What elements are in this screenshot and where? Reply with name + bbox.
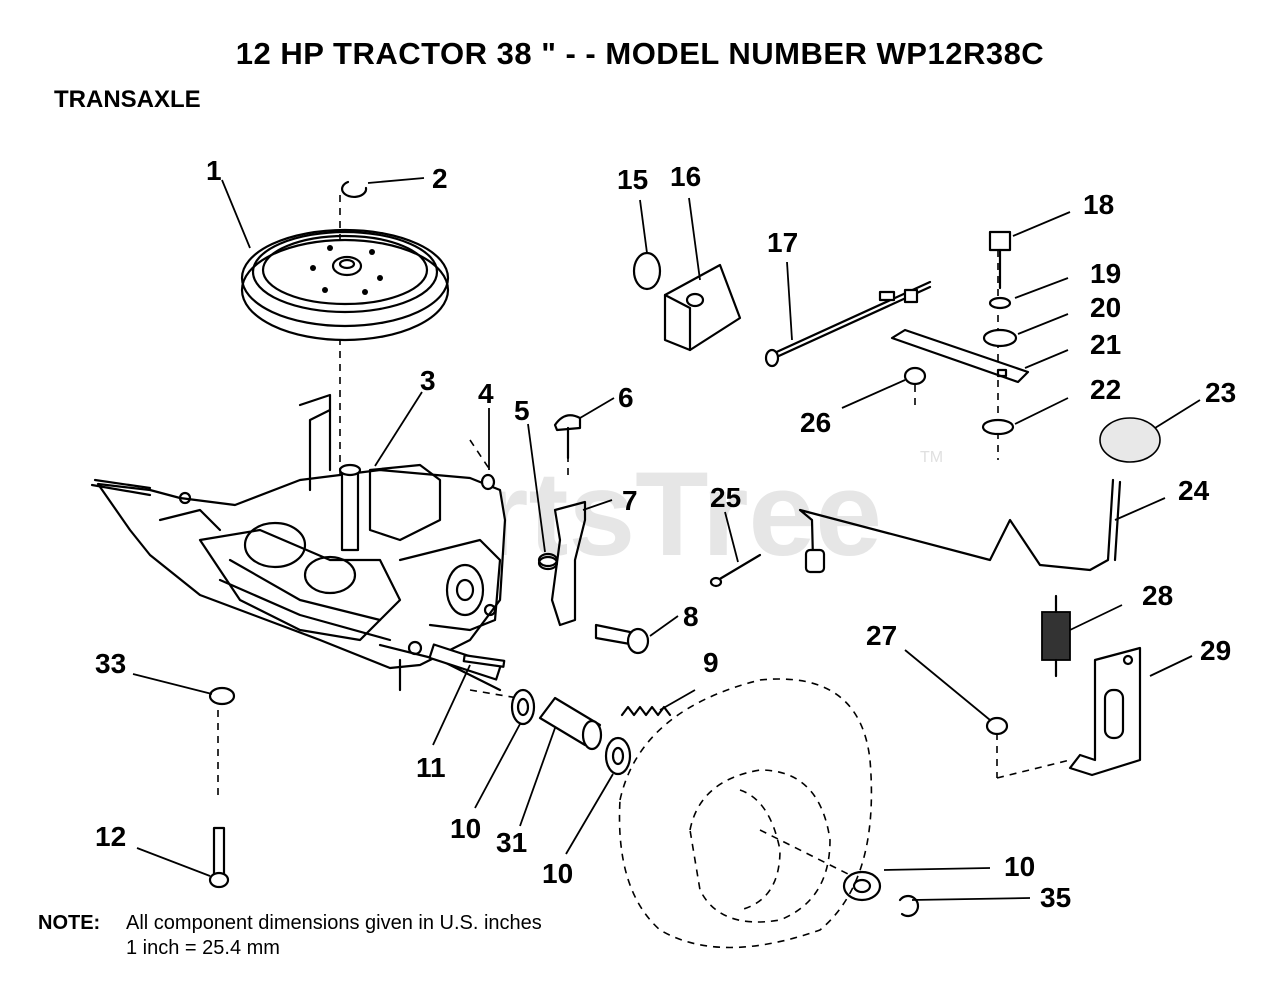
retaining-clip-part [898, 894, 920, 918]
callout-29: 29 [1200, 635, 1231, 666]
pulley-part [240, 228, 450, 342]
callout-25: 25 [710, 482, 741, 513]
callout-11: 11 [416, 752, 446, 783]
spacer-part [537, 552, 559, 571]
callout-21: 21 [1090, 329, 1121, 360]
shoulder-bolt-part [208, 826, 230, 889]
callout-24: 24 [1178, 475, 1210, 506]
washer-part [510, 688, 882, 902]
callout-19: 19 [1090, 258, 1121, 289]
callout-35: 35 [1040, 882, 1071, 913]
watermark-tm: TM [920, 449, 943, 466]
carriage-bolt-part [553, 414, 582, 460]
callout-33: 33 [95, 648, 126, 679]
lock-washer-part [988, 296, 1012, 310]
nut-26-part [903, 366, 927, 386]
callout-12: 12 [95, 821, 126, 852]
callout-3: 3 [420, 365, 436, 396]
note-line-1: All component dimensions given in U.S. i… [126, 912, 542, 934]
pin-part [480, 473, 496, 491]
washer-15-part [632, 251, 662, 291]
callout-1: 1 [206, 155, 222, 186]
nut-part [208, 686, 236, 706]
callout-2: 2 [432, 163, 448, 194]
callout-16: 16 [670, 161, 701, 192]
section-title: TRANSAXLE [54, 86, 201, 113]
callout-26: 26 [800, 407, 831, 438]
callout-27: 27 [866, 620, 897, 651]
transaxle-part [90, 393, 507, 692]
key-part [462, 654, 506, 668]
callout-10c: 10 [1004, 851, 1035, 882]
callout-10a: 10 [450, 813, 481, 844]
callout-18: 18 [1083, 189, 1114, 220]
callout-5: 5 [514, 395, 530, 426]
callout-9: 9 [703, 647, 719, 678]
sleeve-part [538, 696, 603, 751]
leader-lines [132, 177, 1201, 901]
note-line-2: 1 inch = 25.4 mm [126, 937, 280, 959]
note-label: NOTE: [38, 912, 101, 934]
flat-washer-part [982, 328, 1018, 348]
page-title: 12 HP TRACTOR 38 " - - MODEL NUMBER WP12… [235, 36, 1045, 71]
dimensions-note: NOTE: All component dimensions given in U… [38, 911, 542, 961]
assembly-guide-lines [217, 195, 1071, 881]
callout-4: 4 [478, 378, 494, 409]
callout-10b: 10 [542, 858, 573, 889]
mount-bracket-part [663, 263, 742, 352]
shift-lever-part [798, 478, 1115, 572]
square-washer-part [981, 418, 1015, 436]
callout-22: 22 [1090, 374, 1121, 405]
callout-31: 31 [496, 827, 527, 858]
spring-bracket-part [1068, 646, 1142, 777]
callout-15: 15 [617, 164, 648, 195]
wheel-part [618, 678, 873, 949]
callout-6: 6 [618, 382, 634, 413]
extension-spring-part [1041, 594, 1071, 678]
callout-17: 17 [767, 227, 798, 258]
hex-bolt-part [594, 623, 650, 655]
callout-numbers: 1 2 3 4 5 6 7 8 9 10 10 10 11 12 15 16 1… [95, 155, 1236, 913]
e-clip-part [341, 180, 368, 198]
cotter-pin-part [716, 553, 762, 582]
callout-28: 28 [1142, 580, 1173, 611]
nut-27-part [985, 716, 1009, 736]
callout-23: 23 [1205, 377, 1236, 408]
callout-7: 7 [622, 485, 638, 516]
bolt-18-part [988, 230, 1012, 290]
shift-knob-part [1099, 417, 1161, 463]
callout-8: 8 [683, 601, 699, 632]
callout-20: 20 [1090, 292, 1121, 323]
bracket-part [550, 500, 587, 627]
link-plate-part [890, 328, 1030, 384]
control-rod-part [764, 280, 932, 368]
